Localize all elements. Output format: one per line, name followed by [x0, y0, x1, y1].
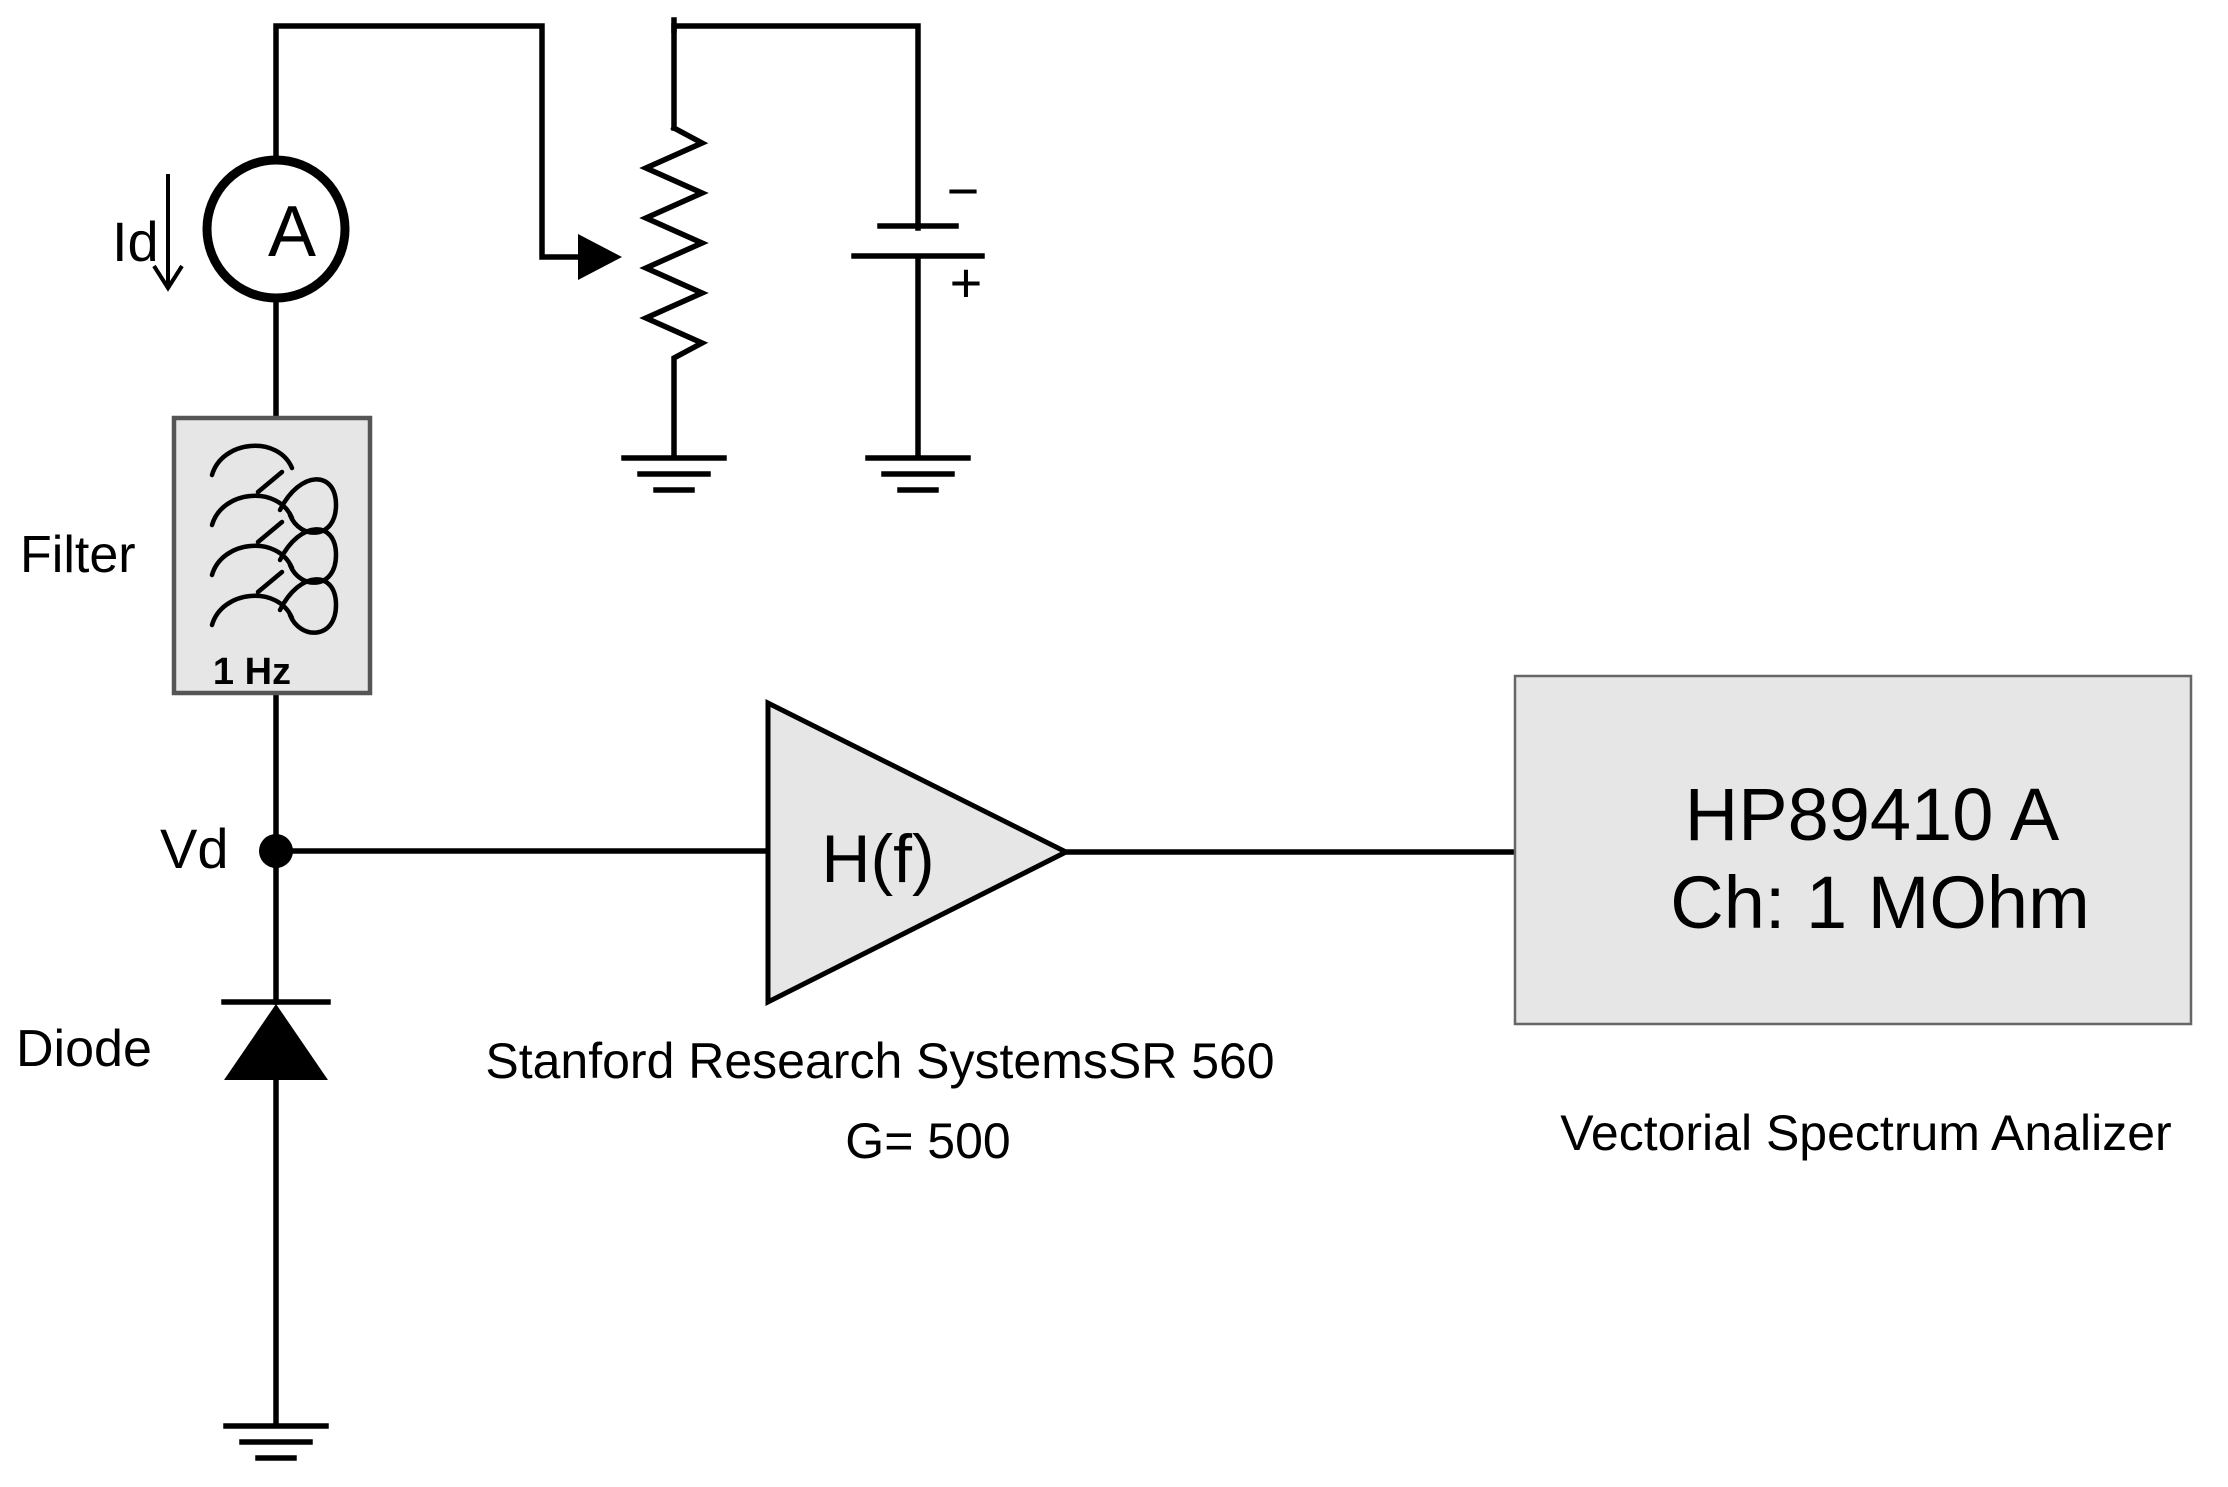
diode-label: Diode	[16, 1020, 152, 1078]
ground-symbol-main	[223, 1423, 329, 1461]
node-voltage-label: Vd	[160, 817, 229, 880]
spectrum-analyzer-block	[1513, 674, 2193, 1026]
analyzer-caption-label: Vectorial Spectrum Analizer	[1560, 1105, 2171, 1161]
analyzer-model-label: HP89410 A	[1685, 773, 2060, 856]
ground-symbol-battery	[865, 455, 971, 493]
battery-minus-label: −	[947, 159, 980, 222]
current-arrow-icon	[152, 174, 184, 292]
amplifier-function-label: H(f)	[821, 821, 934, 897]
current-label: Id	[112, 210, 159, 273]
filter-label: Filter	[20, 526, 136, 584]
filter-cutoff-label: 1 Hz	[213, 651, 291, 693]
potentiometer	[639, 124, 709, 458]
wire-pot-to-battery	[671, 23, 921, 231]
diode-symbol	[221, 999, 331, 1080]
amplifier-triangle	[765, 698, 1072, 1007]
amplifier-name-label: Stanford Research SystemsSR 560	[485, 1033, 1274, 1089]
amplifier-gain-label: G= 500	[845, 1113, 1010, 1169]
ammeter-label: A	[268, 192, 316, 272]
filter-wave-icon	[209, 443, 339, 635]
wire-ammeter-to-wiper	[273, 23, 583, 260]
battery-plus-label: +	[950, 251, 983, 314]
ground-symbol-pot	[621, 455, 727, 493]
wiper-arrow	[578, 234, 622, 280]
analyzer-channel-label: Ch: 1 MOhm	[1670, 861, 2089, 944]
